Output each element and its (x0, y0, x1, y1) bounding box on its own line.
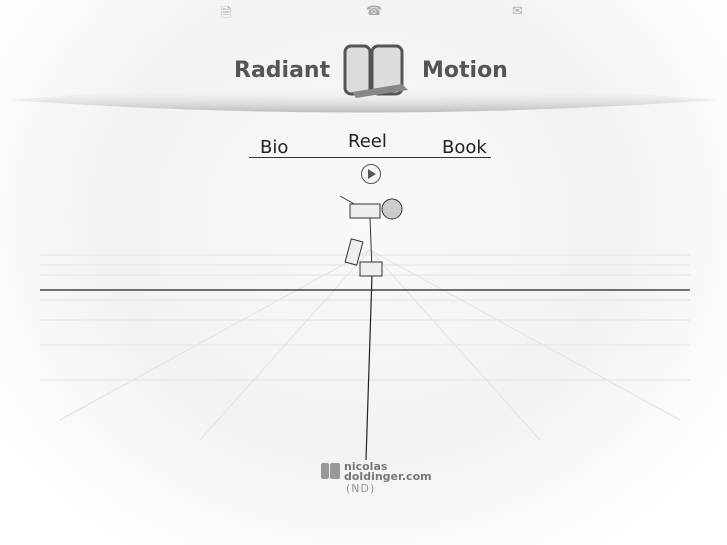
footer-site-link[interactable]: nicolas doldinger.com (344, 460, 432, 483)
logo[interactable] (342, 44, 410, 98)
footer-site-line1: nicolas (344, 460, 388, 473)
brand-right: Motion (422, 58, 508, 83)
footer-mark: (ND) (346, 482, 376, 495)
nav-bio[interactable]: Bio (260, 137, 289, 158)
footer-site-line2: doldinger.com (344, 470, 432, 483)
nav-book[interactable]: Book (442, 137, 487, 158)
play-button[interactable] (361, 164, 381, 184)
document-icon[interactable]: 🗎 (221, 6, 232, 21)
footer-logo-icon (321, 463, 340, 479)
nav-divider (249, 157, 491, 158)
nav-reel[interactable]: Reel (348, 131, 387, 152)
header-swoosh (10, 85, 717, 113)
mail-icon[interactable]: ✉ (512, 4, 523, 19)
phone-icon[interactable]: ☎ (366, 4, 383, 19)
brand-left: Radiant (234, 58, 331, 83)
camera-crane-icon (339, 195, 403, 277)
